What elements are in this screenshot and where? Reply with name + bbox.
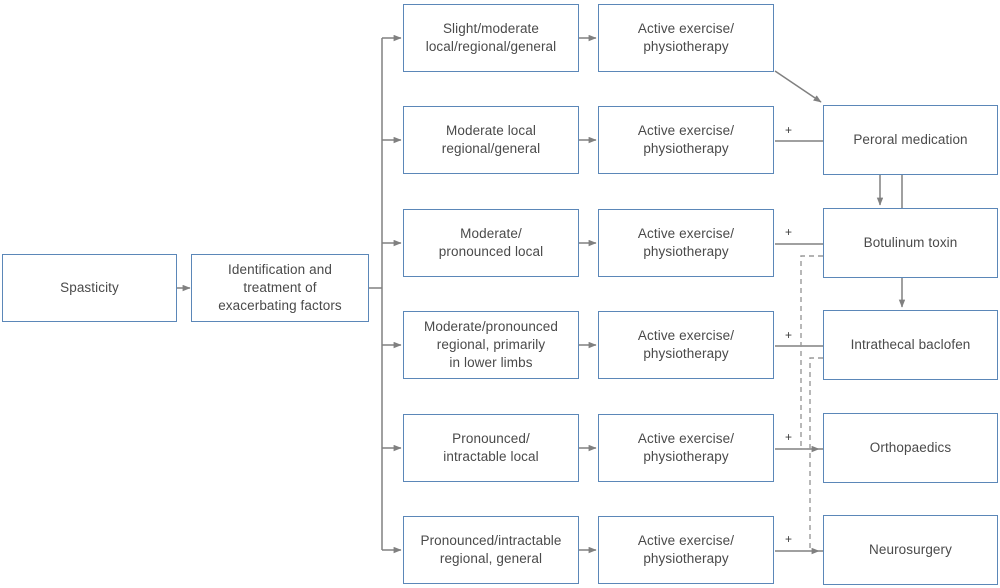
node-botulinum-toxin[interactable]: Botulinum toxin	[823, 208, 998, 278]
node-severity-pronounced-intractable-regional[interactable]: Pronounced/intractable regional, general	[403, 516, 579, 584]
node-severity-slight-moderate[interactable]: Slight/moderate local/regional/general	[403, 4, 579, 72]
node-therapy-5[interactable]: Active exercise/ physiotherapy	[598, 414, 774, 482]
node-therapy-2[interactable]: Active exercise/ physiotherapy	[598, 106, 774, 174]
plus-label-orthopaedics: +	[785, 430, 793, 444]
node-peroral-medication[interactable]: Peroral medication	[823, 105, 998, 175]
node-severity-moderate-local[interactable]: Moderate local regional/general	[403, 106, 579, 174]
node-therapy-1[interactable]: Active exercise/ physiotherapy	[598, 4, 774, 72]
node-identification[interactable]: Identification and treatment of exacerba…	[191, 254, 369, 322]
edge-baclofen-to-neurosurgery	[809, 357, 823, 555]
node-intrathecal-baclofen[interactable]: Intrathecal baclofen	[823, 310, 998, 380]
node-therapy-3[interactable]: Active exercise/ physiotherapy	[598, 209, 774, 277]
node-orthopaedics[interactable]: Orthopaedics	[823, 413, 998, 483]
node-severity-moderate-pronounced-local[interactable]: Moderate/ pronounced local	[403, 209, 579, 277]
plus-label-botulinum: +	[785, 225, 793, 239]
node-severity-moderate-pronounced-regional[interactable]: Moderate/pronounced regional, primarily …	[403, 311, 579, 379]
node-spasticity[interactable]: Spasticity	[2, 254, 177, 322]
plus-label-neurosurgery: +	[785, 532, 793, 546]
node-therapy-6[interactable]: Active exercise/ physiotherapy	[598, 516, 774, 584]
edge-th1-to-peroral	[774, 70, 822, 103]
plus-label-peroral: +	[785, 123, 793, 137]
node-neurosurgery[interactable]: Neurosurgery	[823, 515, 998, 585]
edge-botulinum-to-orthopaedics	[800, 255, 823, 453]
node-therapy-4[interactable]: Active exercise/ physiotherapy	[598, 311, 774, 379]
plus-label-baclofen: +	[785, 328, 793, 342]
node-severity-pronounced-intractable-local[interactable]: Pronounced/ intractable local	[403, 414, 579, 482]
